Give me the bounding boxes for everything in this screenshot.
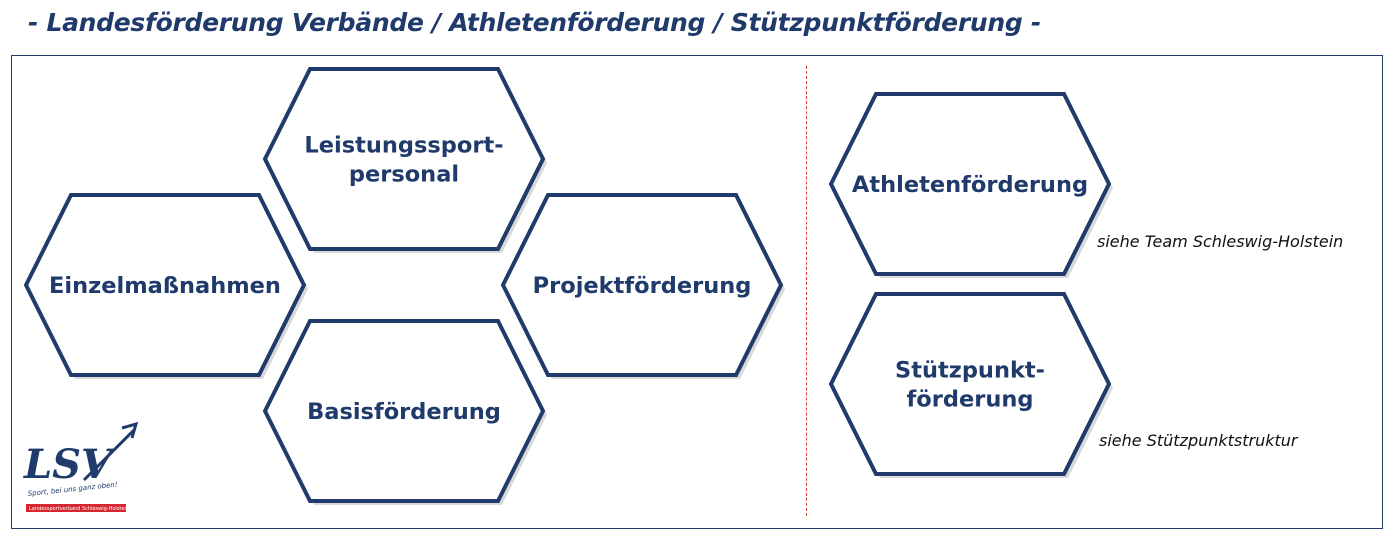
hexagon-shape xyxy=(262,67,546,251)
diagram-frame xyxy=(11,55,1383,529)
lsv-logo: LSV Sport, bei uns ganz oben! Landesspor… xyxy=(23,421,139,512)
hexagon-shape xyxy=(500,193,784,377)
hexagon-leistungssportpersonal: Leistungssport-personal xyxy=(262,67,547,253)
hexagon-stuetzpunktfoerderung: Stützpunkt-förderung xyxy=(828,292,1113,478)
hexagon-athletenfoerderung: Athletenförderung xyxy=(828,92,1113,278)
hexagon-basisfoerderung: Basisförderung xyxy=(262,319,547,505)
logo-arrow-icon xyxy=(82,428,136,482)
hexagon-label: Projektförderung xyxy=(533,273,752,299)
hexagon-label: personal xyxy=(349,162,459,188)
hexagon-label: Athletenförderung xyxy=(852,172,1088,198)
hexagon-projektfoerderung: Projektförderung xyxy=(500,193,785,379)
page-title: - Landesförderung Verbände / Athletenför… xyxy=(28,8,1041,37)
logo-band-text: Landessportverband Schleswig-Holstein xyxy=(29,506,129,512)
hexagon-shape xyxy=(262,319,546,503)
section-divider xyxy=(806,66,807,516)
hexagon-label: Basisförderung xyxy=(307,399,501,425)
note-stuetzpunkt: siehe Stützpunktstruktur xyxy=(1099,431,1298,450)
logo-arrow-head-icon xyxy=(121,421,139,439)
hexagon-shape xyxy=(828,92,1112,276)
hexagon-label: förderung xyxy=(907,387,1034,413)
hexagon-einzelmassnahmen: Einzelmaßnahmen xyxy=(23,193,308,379)
hexagon-label: Einzelmaßnahmen xyxy=(49,273,281,299)
hexagon-shape xyxy=(23,193,307,377)
logo-letters: LSV xyxy=(23,441,116,488)
note-athleten: siehe Team Schleswig-Holstein xyxy=(1097,232,1344,251)
hexagon-label: Leistungssport- xyxy=(304,133,503,159)
hexagon-label: Stützpunkt- xyxy=(895,358,1045,384)
hexagon-shape xyxy=(828,292,1112,476)
